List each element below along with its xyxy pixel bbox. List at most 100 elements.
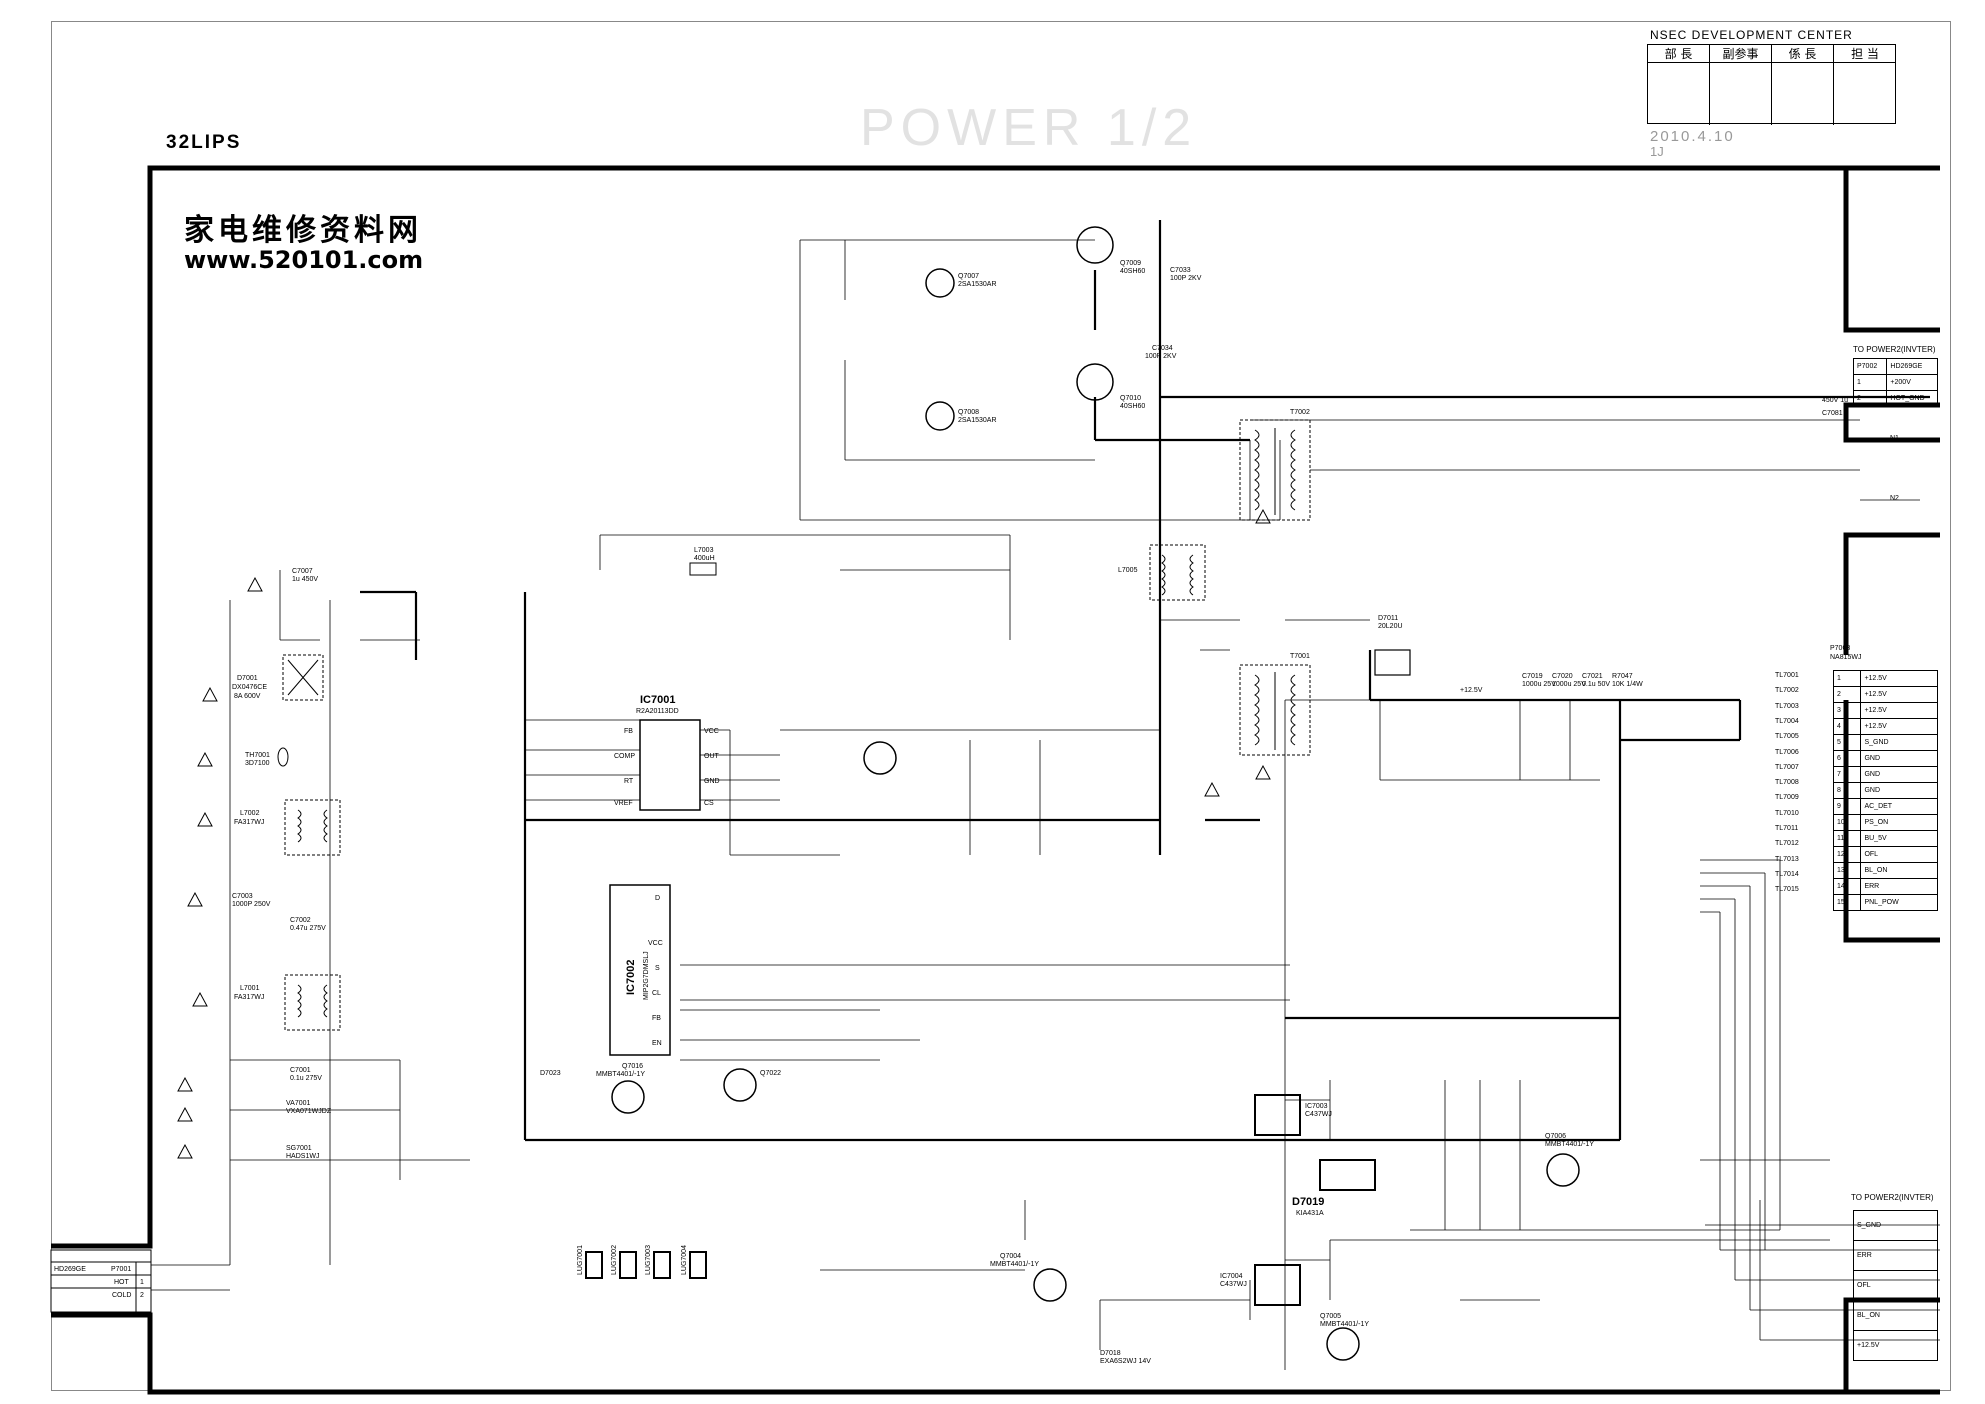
c7019-part: 1000u 25V	[1522, 681, 1556, 688]
c7003-part: 1000P 250V	[232, 901, 271, 908]
l7003-inductor: L7003 400uH	[689, 547, 717, 576]
warning-icon	[192, 991, 208, 1007]
p7001-connector: HD269GE P7001 HOT COLD 1 2	[50, 1249, 152, 1313]
lug7003-label: LUG7003	[645, 1245, 652, 1275]
q7010-part: 40SH60	[1120, 403, 1145, 410]
n2-label: N2	[1890, 495, 1899, 502]
th7001-label: TH7001	[245, 752, 270, 759]
bottom-right-pin-row: S_GND	[1853, 1210, 1938, 1241]
d7011-part: 20L20U	[1378, 623, 1403, 630]
p7003-pin-no: 15	[1832, 894, 1862, 911]
q7004-transistor: Q7004 MMBT4401/-1Y	[990, 1253, 1067, 1302]
p7003-pin-no: 11	[1832, 830, 1862, 847]
c7034-label: C7034	[1152, 345, 1173, 352]
q7009-part: 40SH60	[1120, 268, 1145, 275]
p7003-pin-no: 10	[1832, 814, 1862, 831]
p7003-testpoint-label: TL7013	[1775, 855, 1799, 863]
d7019-part: KIA431A	[1296, 1210, 1324, 1217]
bottom-right-pin-row: OFL	[1853, 1270, 1938, 1301]
d7018-label: D7018	[1100, 1350, 1121, 1357]
p7003-testpoint-label: TL7002	[1775, 687, 1799, 695]
q7007a-transistor: Q7007 2SA1530AR	[925, 268, 997, 298]
revision-code: 1J	[1650, 144, 1664, 159]
ic7003-label: IC7003	[1305, 1103, 1328, 1110]
d7001-part: DX0476CE	[232, 684, 267, 691]
model-label: 32LIPS	[166, 132, 242, 153]
p7003-pin-signal: BU_5V	[1860, 830, 1938, 847]
p7003-pin-row: 3+12.5V	[1832, 702, 1938, 719]
va7001-part: VXA071WJDZ	[286, 1108, 332, 1115]
p7003-testpoint-label: TL7006	[1775, 748, 1799, 756]
q7016-label: Q7016	[622, 1063, 643, 1070]
q7006-transistor: Q7006 MMBT4401/-1Y	[1545, 1133, 1594, 1187]
q7006-label: Q7006	[1545, 1133, 1566, 1140]
p7003-pin-signal: S_GND	[1860, 734, 1938, 751]
p7003-pin-signal: GND	[1860, 782, 1938, 799]
p7002-pin1-sig: +200V	[1886, 374, 1938, 391]
q7005-part: MMBT4401/-1Y	[1320, 1321, 1369, 1328]
approval-col-3: 係 長	[1772, 45, 1834, 63]
ic7004-optocoupler: IC7004 C437WJ	[1220, 1264, 1301, 1306]
warning-icon	[177, 1143, 193, 1159]
p7003-pin-no: 14	[1832, 878, 1862, 895]
svg-text:2: 2	[140, 1292, 144, 1299]
ic7002-pin-d: D	[655, 895, 660, 902]
warning-icon	[197, 811, 213, 827]
warning-icon	[247, 576, 263, 592]
lug7002-label: LUG7002	[611, 1245, 618, 1275]
q7007b-mosfet	[863, 741, 897, 775]
warning-icon	[197, 751, 213, 767]
warning-icon	[1255, 508, 1271, 524]
ic7001-pin-out: OUT	[704, 753, 720, 760]
p7003-pin-no: 4	[1832, 718, 1862, 735]
approval-box-1	[1648, 63, 1710, 125]
lug7004-label: LUG7004	[681, 1245, 688, 1275]
t7002-transformer: T7002	[1239, 409, 1311, 521]
c7033-label: C7033	[1170, 267, 1191, 274]
p7003-part: NA815WJ	[1830, 654, 1862, 661]
r7047-label: R7047	[1612, 673, 1633, 680]
p7003-pin-signal: GND	[1860, 750, 1938, 767]
bottom-right-pin-row: ERR	[1853, 1240, 1938, 1271]
q7022-mosfet: Q7022	[723, 1068, 781, 1102]
c7020-label: C7020	[1552, 673, 1573, 680]
l7005-label: L7005	[1118, 567, 1138, 574]
ic7003-optocoupler: IC7003 C437WJ	[1254, 1094, 1332, 1136]
approval-col-2: 副参事	[1710, 45, 1772, 63]
p7003-pin-no: 8	[1832, 782, 1862, 799]
va7001-label: VA7001	[286, 1100, 310, 1107]
d7011-label: D7011	[1378, 615, 1398, 622]
q7010-label: Q7010	[1120, 395, 1141, 402]
p7003-testpoint-label: TL7011	[1775, 825, 1799, 832]
c7019-label: C7019	[1522, 673, 1543, 680]
q7008-label: Q7008	[958, 409, 979, 416]
p7003-pin-signal: PNL_POW	[1860, 894, 1938, 911]
d7019-shunt-regulator: D7019 KIA431A	[1292, 1159, 1376, 1217]
p7003-testpoint-label: TL7010	[1775, 809, 1799, 817]
p7002-part: HD269GE	[1886, 358, 1938, 375]
ic7002-part: MIP2G7DMSLJ	[643, 951, 650, 1000]
q7004-part: MMBT4401/-1Y	[990, 1261, 1039, 1268]
th7001: TH7001 3D7100	[245, 747, 289, 767]
p7003-pin-no: 3	[1832, 702, 1862, 719]
page-title: POWER 1/2	[860, 99, 1198, 157]
q7005-label: Q7005	[1320, 1313, 1341, 1320]
ic7002-pin-s: S	[655, 965, 660, 972]
q7007a-label: Q7007	[958, 273, 979, 280]
ic7001-pin-gnd: GND	[704, 778, 720, 785]
thin-wiring	[150, 239, 1940, 1370]
p7003-pin-signal: BL_ON	[1860, 862, 1938, 879]
p7003-pin-no: 7	[1832, 766, 1862, 783]
p7003-testpoint-label: TL7014	[1775, 870, 1799, 878]
l7001-part: FA317WJ	[234, 994, 264, 1001]
warning-icon	[177, 1076, 193, 1092]
p7003-testpoint-label: TL7005	[1775, 733, 1799, 741]
ic7002-pin-en: EN	[652, 1040, 662, 1047]
p7003-pin-row: 4+12.5V	[1832, 718, 1938, 735]
ic7004-label: IC7004	[1220, 1273, 1243, 1280]
